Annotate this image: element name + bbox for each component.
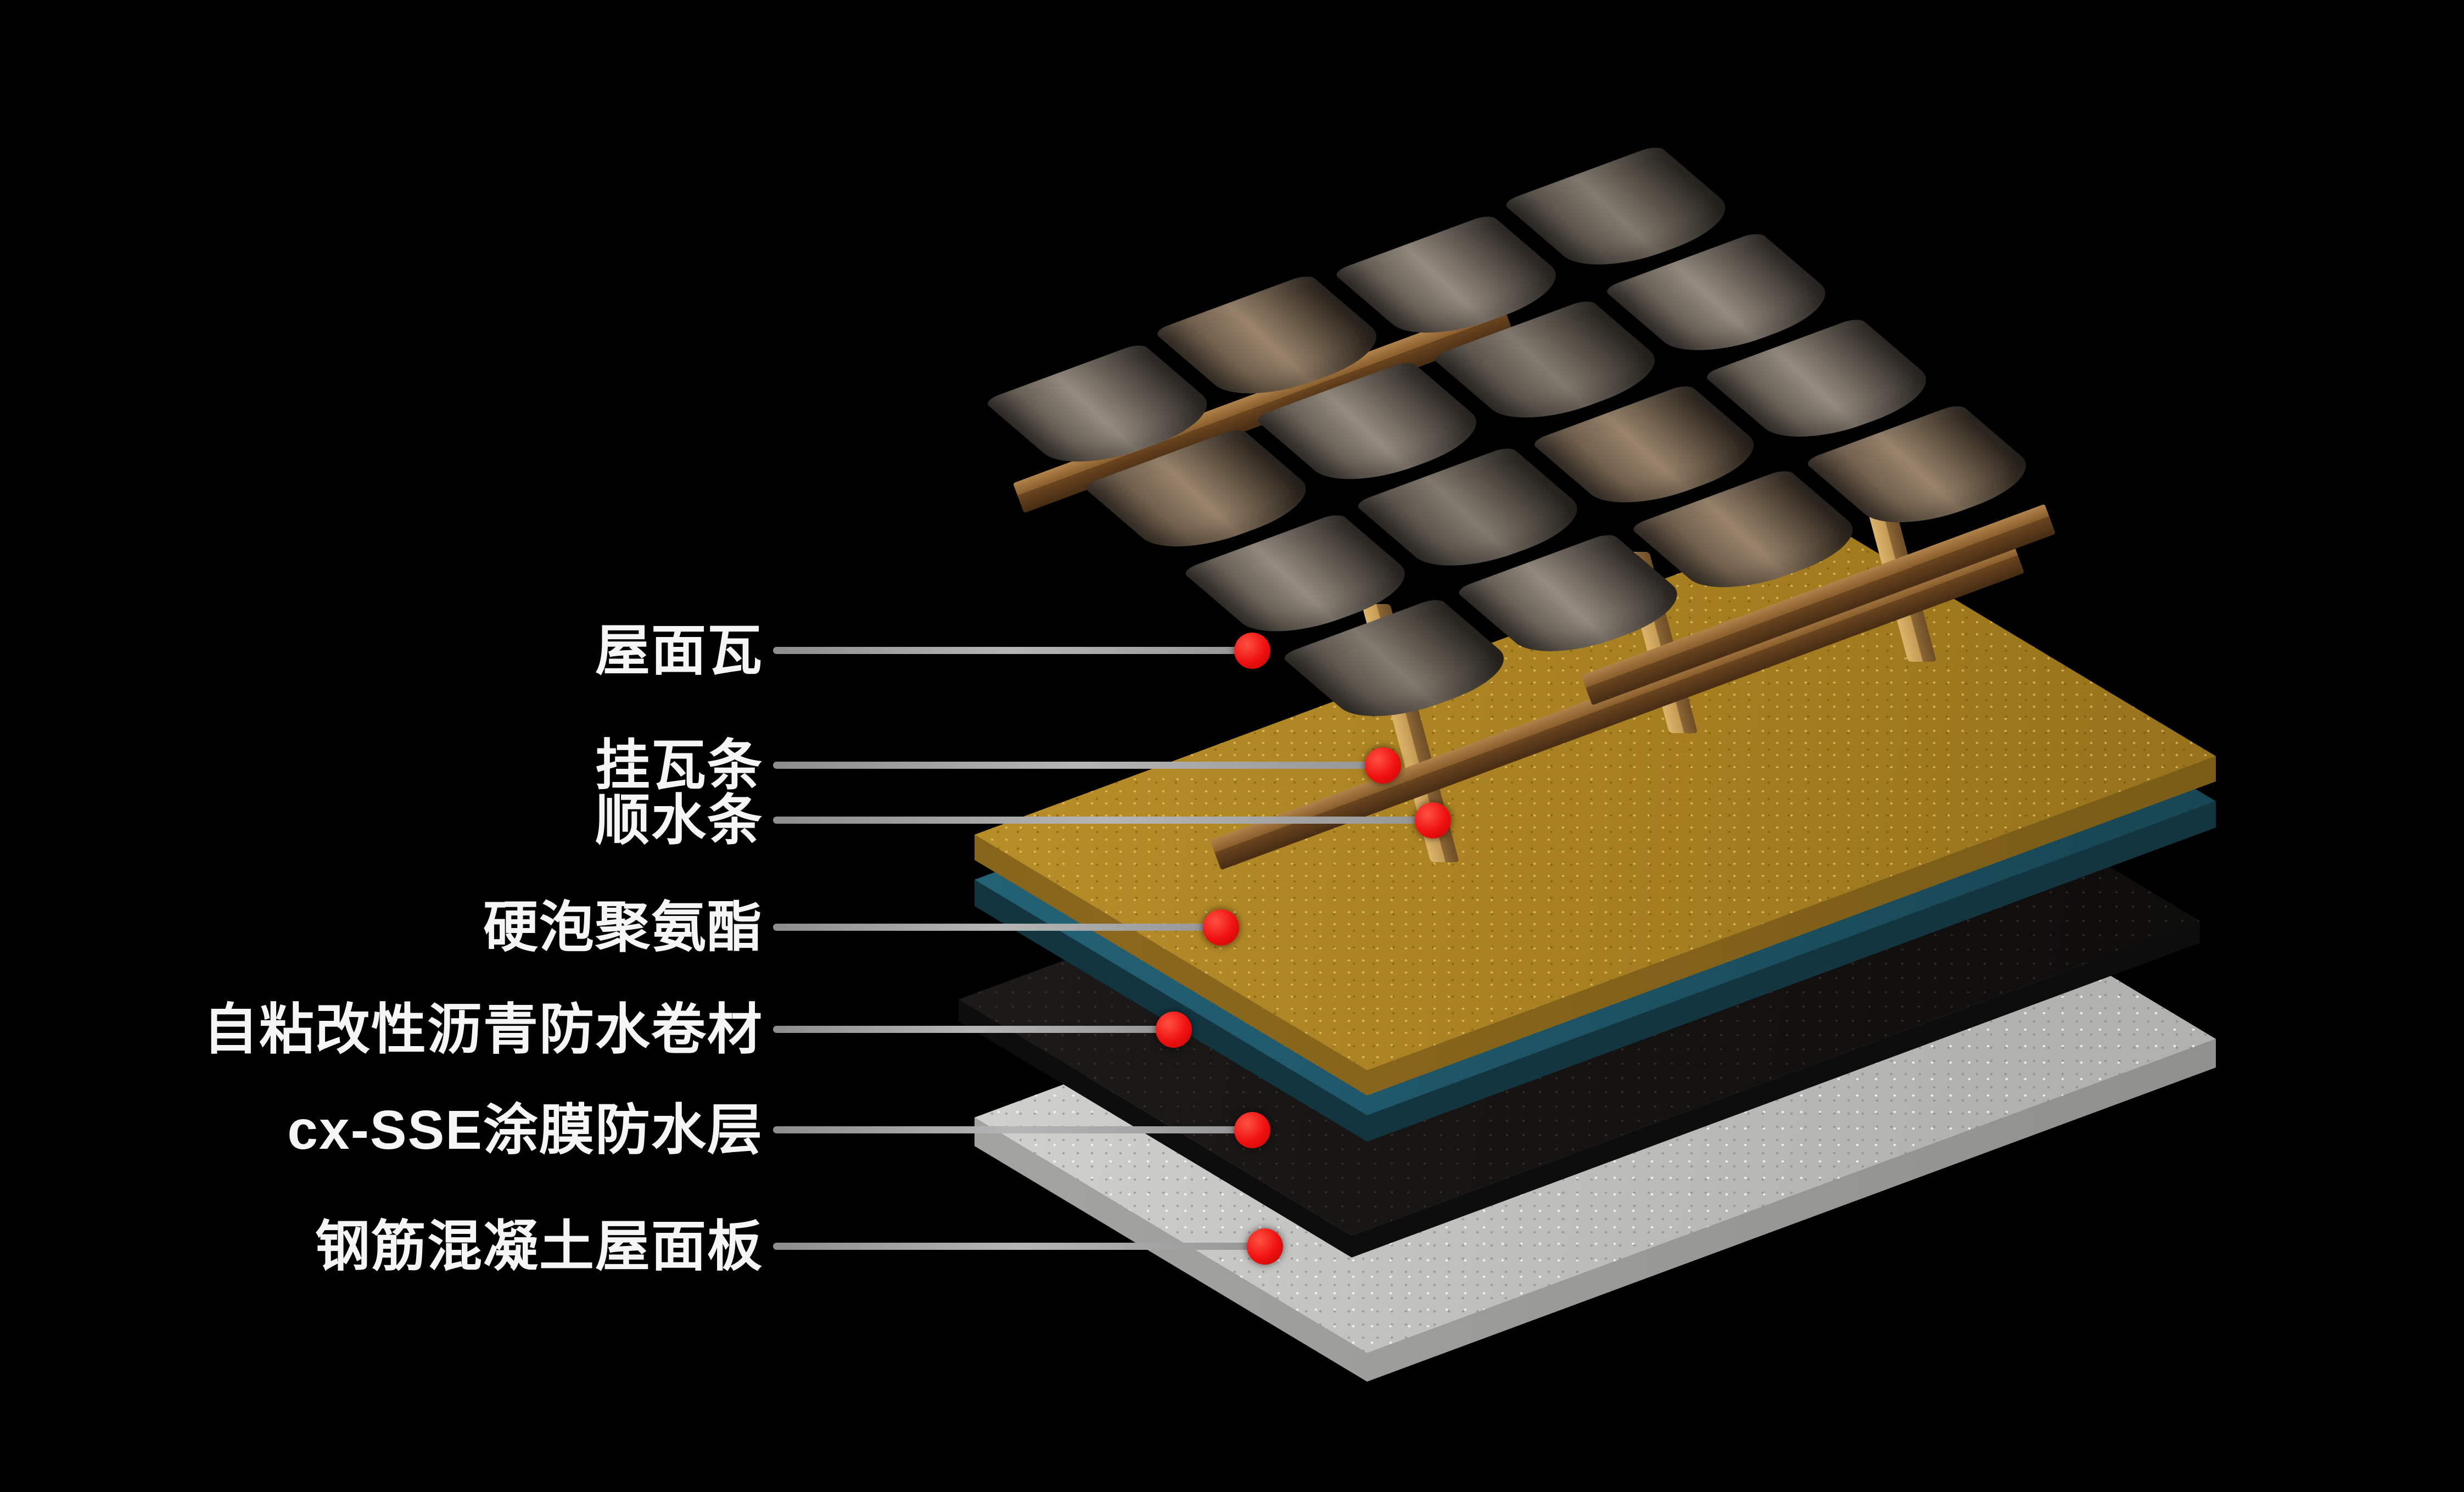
callout-label: 顺水条 [595,790,763,851]
marker-dot [1247,1228,1283,1265]
leader-line [773,1026,1173,1033]
leader-line [773,924,1220,931]
leader-line [773,1243,1264,1250]
marker-dot [1415,802,1451,839]
callout-label: 挂瓦条 [595,735,763,796]
marker-dot [1234,633,1270,669]
marker-dot [1156,1012,1192,1048]
leader-line [773,647,1251,654]
leader-line [773,1126,1251,1133]
marker-dot [1365,747,1401,784]
marker-dot [1234,1112,1270,1148]
leader-line [773,762,1382,769]
callout-label: 硬泡聚氨酯 [483,897,763,958]
callout-label: 屋面瓦 [595,620,763,681]
callout-label: 自粘改性沥青防水卷材 [203,999,763,1060]
callout-label: cx-SSE涂膜防水层 [287,1099,763,1161]
leader-line [773,817,1432,824]
marker-dot [1203,909,1239,946]
callout-label: 钢筋混凝土屋面板 [315,1216,763,1277]
